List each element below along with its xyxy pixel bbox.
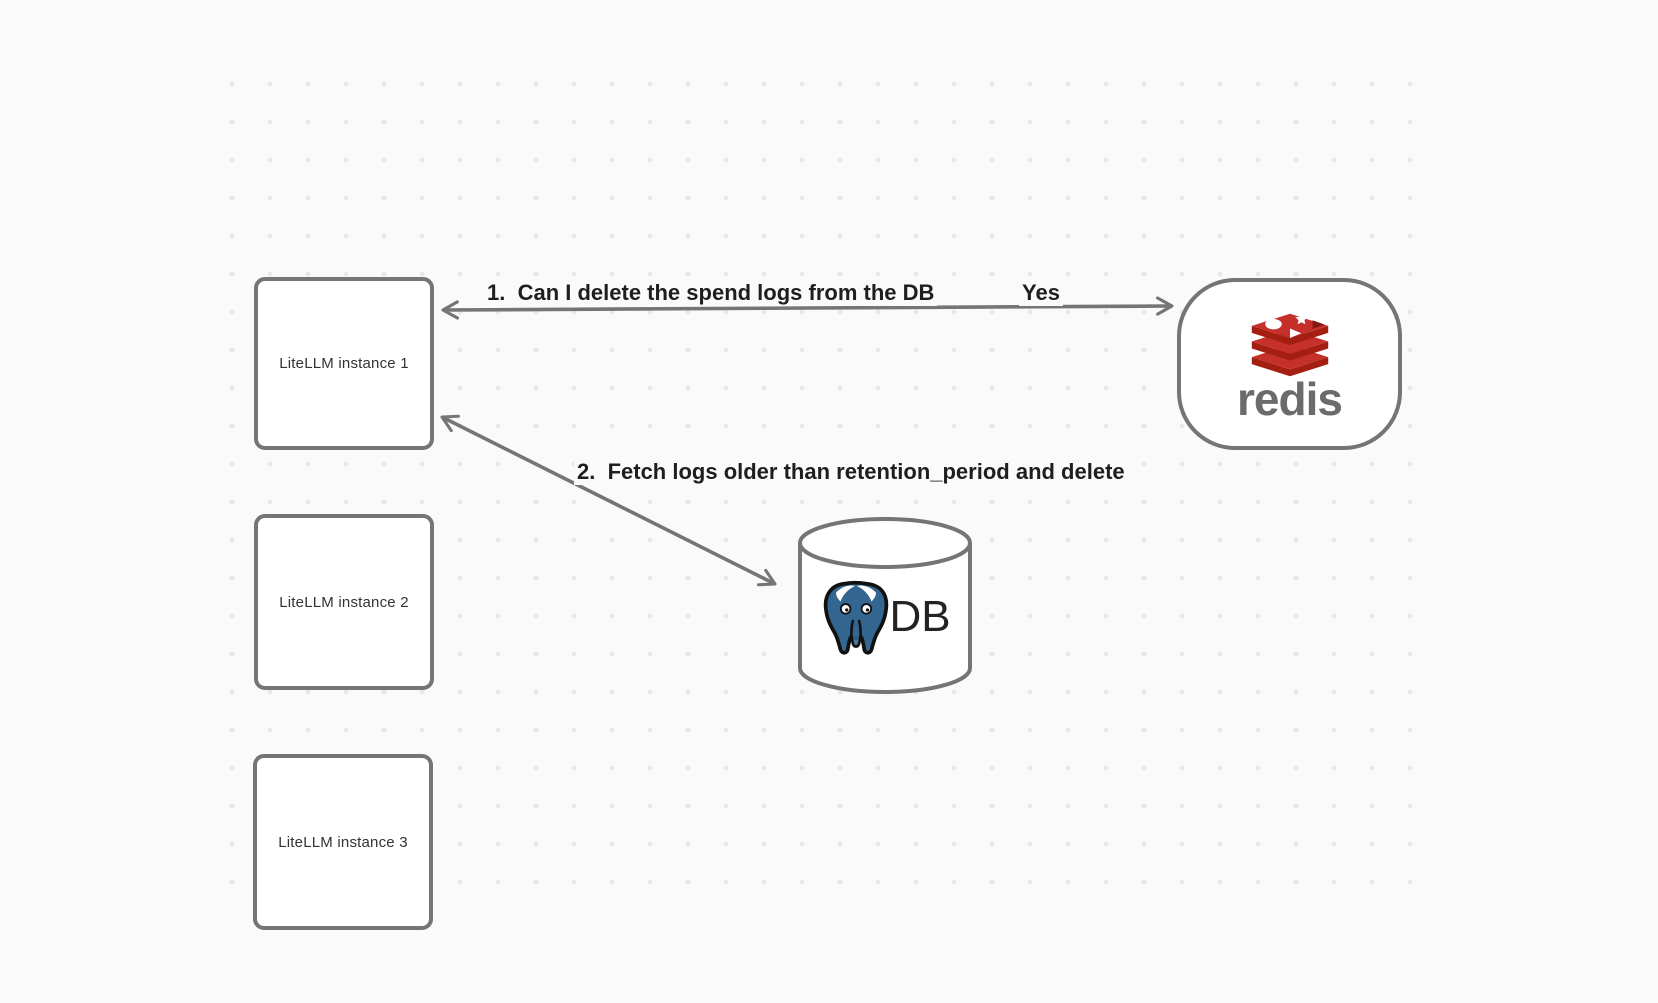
postgresql-elephant-icon bbox=[824, 580, 889, 655]
arrow-1-response-label: Yes bbox=[1019, 280, 1063, 306]
redis-logo-icon bbox=[1251, 312, 1328, 377]
litellm-instance-3-label: LiteLLM instance 3 bbox=[278, 833, 408, 851]
arrow-1-label: 1. Can I delete the spend logs from the … bbox=[484, 280, 938, 306]
litellm-instance-2-node[interactable]: LiteLLM instance 2 bbox=[254, 514, 434, 690]
litellm-instance-2-label: LiteLLM instance 2 bbox=[279, 593, 409, 611]
litellm-instance-3-node[interactable]: LiteLLM instance 3 bbox=[253, 754, 433, 930]
litellm-instance-1-node[interactable]: LiteLLM instance 1 bbox=[254, 277, 434, 450]
arrow-instance1-db[interactable] bbox=[440, 414, 777, 587]
arrow-2-label: 2. Fetch logs older than retention_perio… bbox=[574, 459, 1128, 485]
db-label: DB bbox=[889, 592, 951, 641]
db-cylinder-node[interactable]: DB bbox=[798, 517, 972, 696]
arrow-instance1-redis[interactable] bbox=[441, 296, 1174, 320]
redis-node[interactable]: redis bbox=[1177, 278, 1402, 450]
redis-wordmark-label: redis bbox=[1237, 373, 1343, 425]
litellm-instance-1-label: LiteLLM instance 1 bbox=[279, 355, 409, 372]
